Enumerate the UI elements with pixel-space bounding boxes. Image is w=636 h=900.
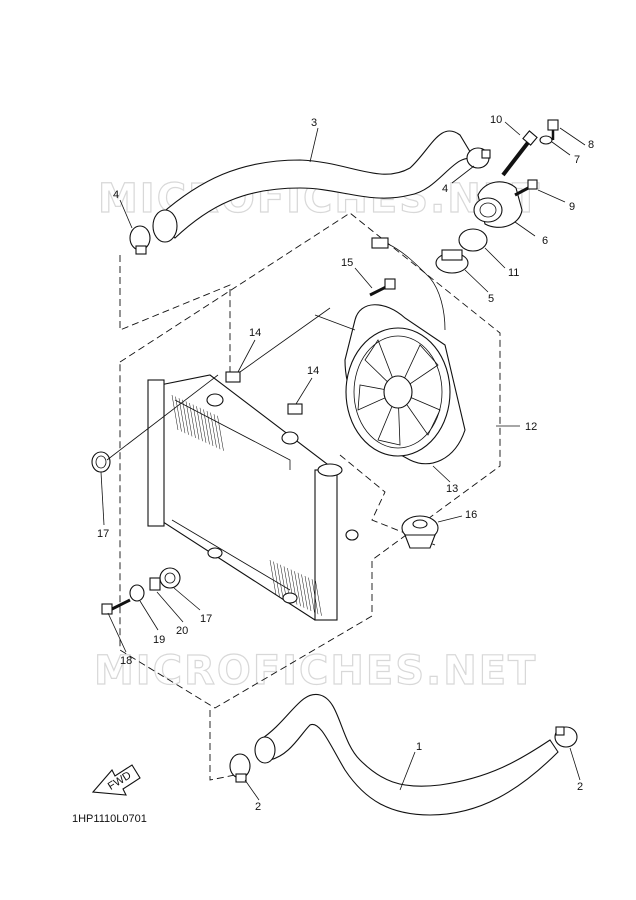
radiator-fin: [269, 559, 277, 596]
callout-4-left: 4: [113, 189, 119, 201]
radiator-fin: [213, 414, 221, 450]
radiator-fin: [301, 574, 308, 610]
radiator-fin: [315, 580, 322, 616]
radiator-fin: [210, 412, 217, 448]
callout-16: 16: [465, 509, 477, 521]
radiator-fin: [189, 402, 196, 439]
leader-lines: [100, 121, 586, 801]
washer-7[interactable]: [539, 135, 553, 145]
bolt-8[interactable]: [547, 119, 559, 140]
bolt-9[interactable]: [514, 179, 538, 197]
callout-11: 11: [508, 267, 519, 279]
callout-13: 13: [446, 483, 458, 495]
radiator-fin: [196, 406, 203, 442]
lower-hose[interactable]: [254, 693, 559, 816]
callout-2-right: 2: [577, 781, 583, 793]
hose-clamp-right[interactable]: [466, 147, 491, 169]
radiator-fin: [276, 563, 284, 599]
callout-14-left: 14: [249, 327, 261, 339]
callout-14-right: 14: [307, 365, 319, 377]
collar-20[interactable]: [149, 577, 161, 591]
hose-group-boundary: [119, 255, 231, 380]
fwd-arrow-icon: FWD: [91, 764, 141, 796]
bolt-15[interactable]: [369, 278, 396, 297]
radiator-fin: [206, 410, 214, 447]
washer-19[interactable]: [129, 584, 145, 602]
drawing-code: 1HP1110L0701: [72, 813, 147, 825]
radiator-fin: [311, 579, 319, 615]
grommet-17-left[interactable]: [91, 451, 111, 473]
callout-17-left: 17: [97, 528, 109, 540]
callout-3: 3: [311, 117, 317, 129]
lower-hose-boundary: [209, 710, 236, 781]
callout-19: 19: [153, 634, 165, 646]
radiator-fin: [308, 577, 315, 613]
radiator-fin: [192, 404, 200, 440]
radiator-cap-16[interactable]: [401, 515, 439, 549]
callout-7: 7: [574, 154, 580, 166]
fan-connector[interactable]: [371, 237, 446, 331]
thermostat-5[interactable]: [435, 249, 469, 274]
callout-15: 15: [341, 257, 353, 269]
radiator-fin: [175, 396, 182, 432]
callout-2-left: 2: [255, 801, 261, 813]
radiator-fins-bottom: [269, 559, 322, 616]
bolt-18[interactable]: [101, 598, 131, 615]
watermark-bottom: MICROFICHES.NET: [94, 648, 537, 694]
callout-18: 18: [120, 655, 132, 667]
thermostat-housing[interactable]: [473, 181, 523, 228]
bolt-10[interactable]: [501, 130, 538, 177]
radiator-fin: [297, 572, 305, 608]
callout-4-right: 4: [442, 183, 448, 195]
radiator-fin: [273, 561, 280, 597]
radiator-group-boundary: [119, 212, 501, 709]
bracket-14-left[interactable]: [225, 371, 241, 383]
callout-17-bottom: 17: [200, 613, 212, 625]
callout-6: 6: [542, 235, 548, 247]
radiator-fin: [203, 409, 210, 445]
hose-clamp-left[interactable]: [129, 225, 151, 255]
bracket-14-right[interactable]: [287, 403, 303, 415]
grommet-17-bottom[interactable]: [159, 567, 181, 589]
radiator-fin: [294, 571, 301, 607]
radiator-fin: [304, 575, 312, 612]
o-ring-11[interactable]: [458, 228, 488, 252]
radiator-fin: [217, 415, 224, 451]
upper-hose[interactable]: [152, 130, 477, 243]
callout-10: 10: [490, 114, 502, 126]
callout-1: 1: [416, 741, 422, 753]
hose-clamp-2-left[interactable]: [229, 753, 251, 783]
radiator[interactable]: [147, 374, 359, 621]
callout-9: 9: [569, 201, 575, 213]
hose-clamp-2-right[interactable]: [554, 726, 578, 748]
radiator-fin: [199, 407, 207, 443]
radiator-fin: [185, 401, 193, 437]
callout-5: 5: [488, 293, 494, 305]
callout-12: 12: [525, 421, 537, 433]
callout-8: 8: [588, 139, 594, 151]
radiator-fin: [182, 399, 189, 435]
radiator-fin: [171, 394, 179, 431]
callout-20: 20: [176, 625, 188, 637]
fan-assembly[interactable]: [314, 304, 466, 465]
